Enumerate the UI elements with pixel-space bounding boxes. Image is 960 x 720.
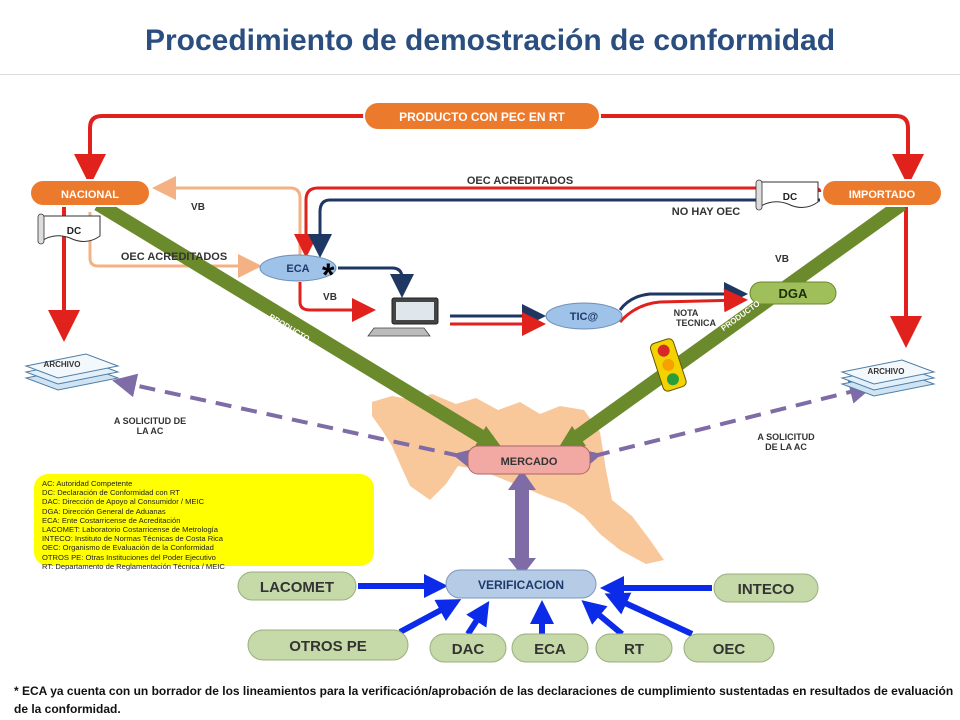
oec-acreditados-top-label: OEC ACREDITADOS	[467, 175, 573, 187]
acronym-legend: AC: Autoridad Competente DC: Declaración…	[34, 474, 374, 571]
legend-item: AC: Autoridad Competente	[42, 479, 133, 488]
svg-text:DC: DC	[783, 192, 797, 203]
producto-to-importado-arrow	[600, 114, 924, 186]
nacional-node: NACIONAL	[29, 179, 151, 207]
svg-text:DC: DC	[67, 226, 81, 237]
title-divider	[0, 74, 960, 75]
a-solicitud-left-label-1: A SOLICITUD DE	[114, 416, 186, 426]
legend-item: DAC: Dirección de Apoyo al Consumidor / …	[42, 497, 205, 507]
otros-pe-node: OTROS PE	[247, 629, 409, 661]
svg-text:DGA: DGA	[779, 286, 809, 301]
a-solicitud-left-label-2: LA AC	[137, 426, 164, 436]
svg-text:TIC@: TIC@	[570, 311, 599, 323]
svg-text:PRODUCTO CON PEC EN RT: PRODUCTO CON PEC EN RT	[399, 110, 565, 124]
dc-document-right: DC	[755, 179, 819, 211]
legend-item: OEC: Organismo de Evaluación de la Confo…	[42, 543, 214, 553]
importado-node: IMPORTADO	[821, 179, 943, 207]
eca-asterisk: *	[322, 257, 335, 293]
legend-item: DC: Declaración de Conformidad con RT	[42, 488, 180, 498]
mercado-node: MERCADO	[467, 445, 591, 475]
oec-arrow	[604, 592, 694, 637]
lacomet-node: LACOMET	[237, 571, 357, 601]
page-title: Procedimiento de demostración de conform…	[144, 24, 836, 57]
vb-eca-arrow	[298, 282, 376, 322]
legend-item: RT: Departamento de Reglamentación Técni…	[42, 561, 225, 571]
svg-text:VERIFICACION: VERIFICACION	[478, 578, 564, 592]
svg-text:OEC: OEC	[713, 641, 746, 658]
vb-dga-label: VB	[775, 254, 789, 265]
vb-return-arrow	[152, 176, 302, 256]
svg-text:MERCADO: MERCADO	[501, 456, 558, 468]
legend-item: DGA: Dirección General de Aduanas	[42, 506, 166, 516]
svg-text:ARCHIVO: ARCHIVO	[44, 360, 81, 369]
tica-node: TIC@	[545, 302, 623, 330]
otros-pe-arrow	[398, 599, 462, 635]
tica-to-dga-arrow	[618, 282, 748, 311]
legend-item: INTECO: Instituto de Normas Técnicas de …	[42, 534, 223, 544]
svg-text:RT: RT	[624, 641, 644, 658]
legend-item: LACOMET: Laboratorio Costarricense de Me…	[42, 525, 219, 535]
a-solicitud-right-label-1: A SOLICITUD	[757, 432, 815, 442]
vb-eca-label: VB	[323, 292, 337, 303]
no-hay-oec-label: NO HAY OEC	[672, 206, 741, 218]
svg-text:OTROS PE: OTROS PE	[289, 638, 367, 655]
svg-text:IMPORTADO: IMPORTADO	[849, 189, 916, 201]
no-hay-oec-arrow	[308, 198, 820, 258]
tica-to-dga-red-arrow	[618, 288, 748, 324]
archivo-stack-left: ARCHIVO	[24, 353, 120, 391]
svg-text:DAC: DAC	[452, 641, 485, 658]
nota-tecnica-label-2: TECNICA	[676, 318, 716, 328]
verificacion-node: VERIFICACION	[445, 569, 597, 599]
oec-acreditados-top-arrow	[294, 186, 822, 258]
svg-text:LACOMET: LACOMET	[260, 579, 334, 596]
oec-node: OEC	[683, 633, 775, 663]
producto-to-nacional-arrow	[74, 114, 365, 186]
legend-item: ECA: Ente Costarricense de Acreditación	[42, 515, 181, 525]
svg-text:NACIONAL: NACIONAL	[61, 189, 119, 201]
computer-icon	[367, 297, 439, 337]
oec-acreditados-left-arrow	[88, 212, 262, 278]
a-solicitud-right-label-2: DE LA AC	[765, 442, 807, 452]
eca-node: ECA	[259, 254, 337, 282]
a-solicitud-left-arrow	[112, 373, 479, 472]
legend-item: OTROS PE: Otras Instituciones del Poder …	[42, 552, 216, 562]
nota-tecnica-label-1: NOTA	[674, 308, 699, 318]
footnote: * ECA ya cuenta con un borrador de los l…	[14, 684, 954, 716]
producto-node: PRODUCTO CON PEC EN RT	[363, 101, 601, 131]
svg-text:ARCHIVO: ARCHIVO	[868, 367, 905, 376]
traffic-light-icon	[649, 338, 687, 392]
vb-left-label: VB	[191, 202, 205, 213]
eca-to-computer-arrow	[338, 266, 414, 298]
dac-arrow	[465, 600, 490, 636]
rt-node: RT	[595, 633, 673, 663]
dga-node: DGA	[749, 281, 837, 305]
dac-node: DAC	[429, 633, 507, 663]
svg-text:ECA: ECA	[534, 641, 566, 658]
mercado-verificacion-link	[515, 486, 529, 566]
archivo-stack-right: ARCHIVO	[840, 359, 936, 397]
eca-bottom-node: ECA	[511, 633, 589, 663]
inteco-node: INTECO	[713, 573, 819, 603]
dc-document-left: DC	[37, 213, 101, 245]
rt-arrow	[581, 600, 624, 637]
svg-text:INTECO: INTECO	[738, 581, 795, 598]
oec-acreditados-left-label: OEC ACREDITADOS	[121, 251, 227, 263]
svg-text:ECA: ECA	[286, 263, 309, 275]
a-solicitud-right-arrow	[575, 380, 874, 472]
